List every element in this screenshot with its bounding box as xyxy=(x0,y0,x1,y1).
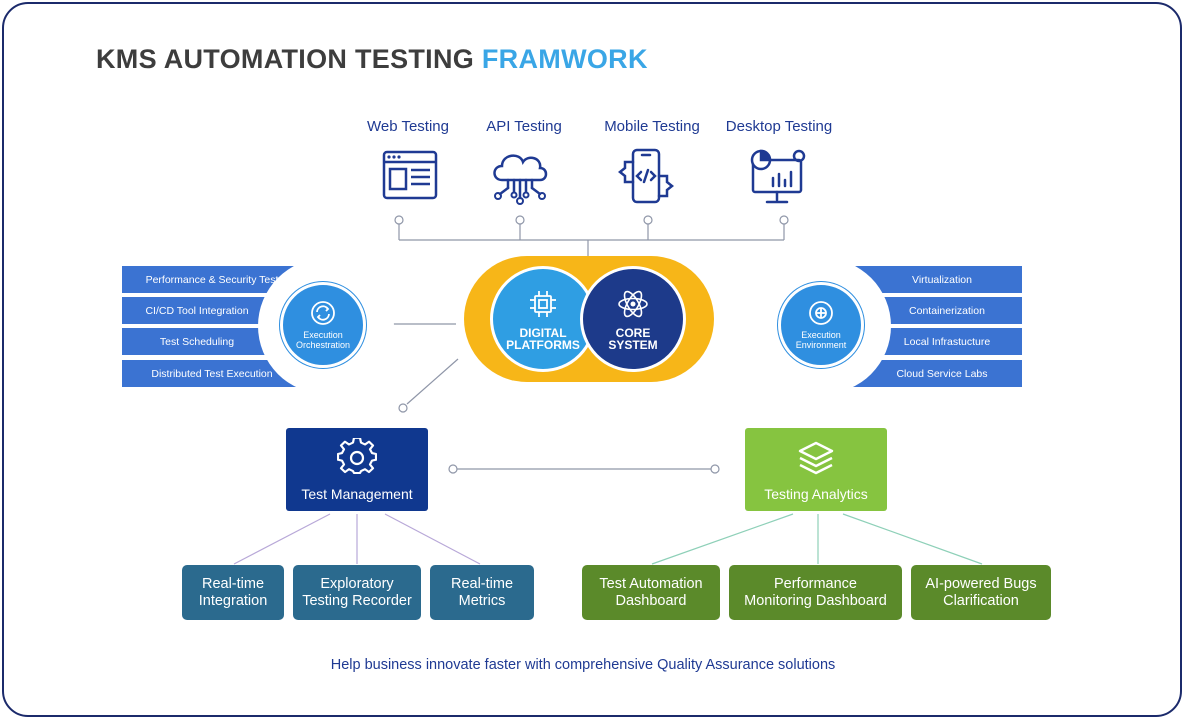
cloud-network-icon xyxy=(493,154,548,205)
category-label-api: API Testing xyxy=(486,118,562,135)
gear-icon xyxy=(337,437,377,474)
right-item-local-infrastructure: Local Infrastucture xyxy=(872,328,1022,355)
globe-cycle-icon xyxy=(809,301,833,325)
leaf-realtime-integration: Real-time Integration xyxy=(182,565,284,620)
mobile-code-icon xyxy=(617,148,675,204)
diagram-title: KMS AUTOMATION TESTING FRAMWORK xyxy=(96,44,648,75)
left-item-scheduling: Test Scheduling xyxy=(122,328,272,355)
cycle-arrows-icon xyxy=(311,301,335,325)
core-line1: CORE xyxy=(615,326,651,340)
category-label-desktop: Desktop Testing xyxy=(725,118,833,135)
category-label-web: Web Testing xyxy=(367,118,449,135)
left-item-cicd: CI/CD Tool Integration xyxy=(122,297,272,324)
layers-icon xyxy=(798,441,834,474)
leaf-performance-monitoring: Performance Monitoring Dashboard xyxy=(729,565,902,620)
chip-icon xyxy=(530,291,556,317)
desktop-analytics-icon xyxy=(750,149,806,204)
right-hub-label-line2: Environment xyxy=(795,340,847,350)
footer-tagline: Help business innovate faster with compr… xyxy=(330,657,836,673)
leaf-exploratory-recorder: Exploratory Testing Recorder xyxy=(293,565,421,620)
category-label-mobile: Mobile Testing xyxy=(604,118,700,135)
testing-analytics-label: Testing Analytics xyxy=(764,485,868,502)
web-browser-icon xyxy=(382,150,438,200)
left-hub-label-line1: Execution xyxy=(303,330,343,340)
leaf-test-automation-dashboard: Test Automation Dashboard xyxy=(582,565,720,620)
atom-icon xyxy=(618,290,648,318)
left-hub-label-line2: Orchestration xyxy=(295,340,351,350)
test-management-label: Test Management xyxy=(301,485,413,502)
core-line2: SYSTEM xyxy=(608,338,658,352)
title-accent: FRAMWORK xyxy=(481,44,648,74)
title-main: KMS AUTOMATION TESTING xyxy=(96,44,482,74)
test-management-node: Test Management xyxy=(286,428,428,511)
right-item-containerization: Containerization xyxy=(872,297,1022,324)
testing-analytics-node: Testing Analytics xyxy=(745,428,887,511)
leaf-ai-bugs-clarification: AI-powered Bugs Clarification xyxy=(911,565,1051,620)
digital-line2: PLATFORMS xyxy=(506,338,580,352)
digital-line1: DIGITAL xyxy=(519,326,567,340)
right-hub-label-line1: Execution xyxy=(801,330,841,340)
leaf-realtime-metrics: Real-time Metrics xyxy=(430,565,534,620)
